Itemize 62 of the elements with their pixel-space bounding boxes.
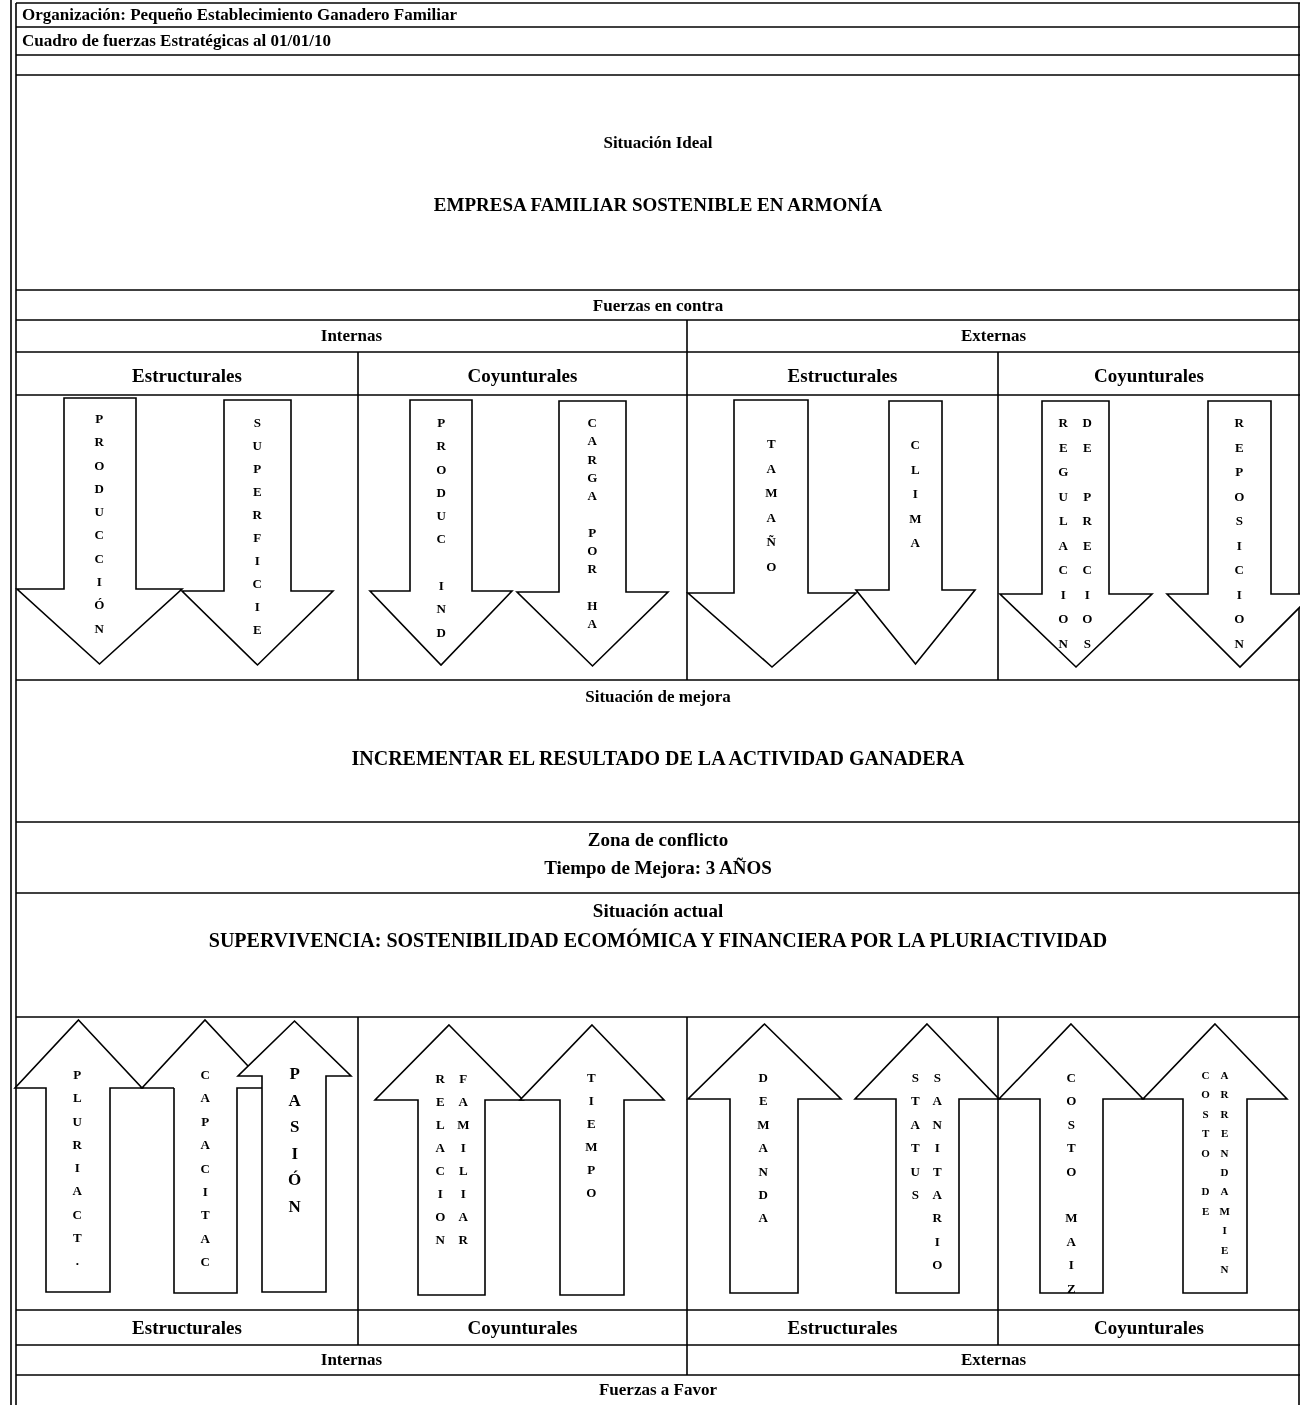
section-heading: Situación actual	[592, 900, 724, 922]
arrow-label: SANITARIO	[929, 1069, 945, 1281]
section-heading: Situación Ideal	[603, 133, 713, 153]
arrow-label: REGULACION	[1055, 414, 1071, 660]
upward-force-shape	[855, 1024, 999, 1293]
group-heading: Externas	[960, 326, 1027, 346]
upward-force-shape	[238, 1021, 351, 1292]
arrow-label: DEMANDA	[755, 1069, 771, 1234]
upward-force-shape	[370, 400, 512, 665]
group-heading: Internas	[320, 1350, 383, 1370]
column-heading: Estructurales	[787, 1317, 898, 1339]
upward-force-shape	[688, 1024, 841, 1293]
arrow-label: PRODUC IND	[433, 414, 449, 648]
arrow-label: CARGA POR HA	[584, 414, 600, 635]
section-heading: Situación de mejora	[585, 687, 731, 707]
upward-force-shape	[1000, 401, 1152, 667]
section-heading: Zona de conflicto	[587, 829, 729, 851]
header-text: Organización: Pequeño Establecimiento Ganadero Familiar	[22, 5, 458, 25]
column-heading: Coyunturales	[1094, 365, 1204, 387]
column-heading: Coyunturales	[467, 365, 578, 387]
goal-statement: INCREMENTAR EL RESULTADO DE LA ACTIVIDAD GANADERA	[351, 746, 965, 770]
header-text: Cuadro de fuerzas Estratégicas al 01/01/10	[22, 31, 331, 51]
group-heading: Internas	[320, 326, 383, 346]
arrow-label: ARRENDAMIEN	[1217, 1068, 1231, 1282]
upward-force-shape	[142, 1020, 262, 1293]
time-note: Tiempo de Mejora: 3 AÑOS	[544, 857, 772, 879]
arrow-label: PLURIACT.	[69, 1066, 85, 1277]
upward-force-shape	[15, 1020, 142, 1292]
section-heading: Fuerzas a Favor	[599, 1380, 717, 1400]
goal-statement: SUPERVIVENCIA: SOSTENIBILIDAD ECOMÓMICA Y FINANCIERA POR LA PLURIACTIVIDAD	[208, 928, 1108, 952]
upward-force-shape	[856, 401, 975, 664]
column-heading: Estructurales	[787, 365, 898, 387]
arrow-label: DE PRECIOS	[1079, 414, 1095, 660]
section-heading: Fuerzas en contra	[592, 296, 724, 316]
group-heading: Externas	[960, 1350, 1027, 1370]
upward-force-shape	[375, 1025, 523, 1295]
column-heading: Coyunturales	[1094, 1317, 1204, 1339]
arrow-label: RELACION	[432, 1070, 448, 1255]
arrow-label: SUPERFICIE	[249, 414, 265, 645]
goal-statement: EMPRESA FAMILIAR SOSTENIBLE EN ARMONÍA	[433, 194, 883, 216]
upward-force-shape	[17, 398, 182, 664]
arrow-label: STATUS	[907, 1069, 923, 1210]
upward-force-shape	[999, 1024, 1143, 1293]
upward-force-shape	[1143, 1024, 1287, 1293]
arrow-label: COSTO MAIZ	[1063, 1069, 1079, 1304]
arrow-label: TIEMPO	[583, 1069, 599, 1208]
column-heading: Estructurales	[132, 1317, 242, 1339]
column-heading: Coyunturales	[467, 1317, 578, 1339]
arrow-label: PASIÓN	[284, 1063, 305, 1224]
upward-force-shape	[182, 400, 333, 665]
upward-force-shape	[517, 401, 668, 666]
arrow-label: PRODUCCIÓN	[91, 410, 107, 644]
arrow-label: REPOSICION	[1231, 414, 1247, 660]
arrow-label: COSTO DE	[1198, 1068, 1212, 1224]
arrow-label: TAMAÑO	[763, 435, 779, 583]
column-heading: Estructurales	[132, 365, 242, 387]
upward-force-shape	[520, 1025, 664, 1295]
arrow-label: CAPACITAC	[197, 1066, 213, 1278]
arrow-label: CLIMA	[907, 436, 923, 559]
upward-force-shape	[688, 400, 856, 667]
upward-force-shape	[1167, 401, 1300, 667]
arrow-label: FAMILIAR	[455, 1070, 471, 1255]
